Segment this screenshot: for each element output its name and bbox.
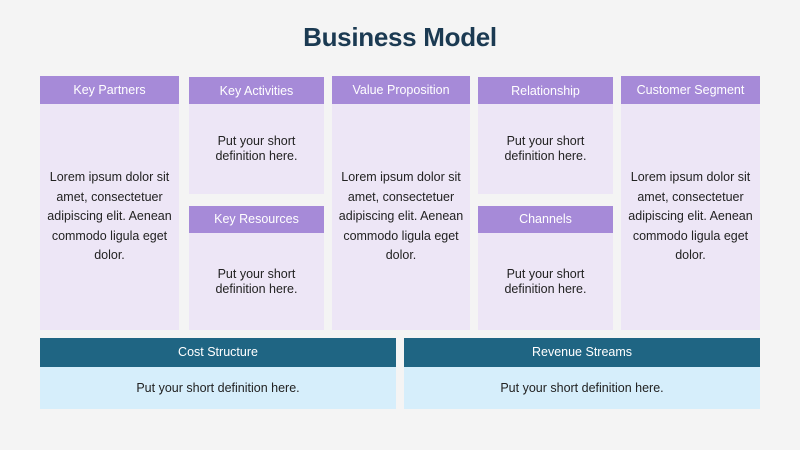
- cost-structure-text: Put your short definition here.: [40, 367, 396, 409]
- value-proposition-text: Lorem ipsum dolor sit amet, consectetuer…: [332, 104, 470, 330]
- key-partners-block: Key Partners Lorem ipsum dolor sit amet,…: [40, 76, 179, 330]
- key-resources-text: Put your short definition here.: [189, 233, 324, 330]
- key-partners-text: Lorem ipsum dolor sit amet, consectetuer…: [40, 104, 179, 330]
- key-activities-text: Put your short definition here.: [189, 104, 324, 194]
- revenue-streams-block: Revenue Streams Put your short definitio…: [404, 338, 760, 409]
- page-title: Business Model: [303, 22, 497, 52]
- key-activities-header: Key Activities: [189, 77, 324, 104]
- channels-header: Channels: [478, 206, 613, 233]
- customer-segment-text: Lorem ipsum dolor sit amet, consectetuer…: [621, 104, 760, 330]
- value-proposition-header: Value Proposition: [332, 76, 470, 104]
- revenue-streams-text: Put your short definition here.: [404, 367, 760, 409]
- key-resources-header: Key Resources: [189, 206, 324, 233]
- customer-segment-header: Customer Segment: [621, 76, 760, 104]
- relationship-block: Relationship Put your short definition h…: [478, 77, 613, 194]
- relationship-text: Put your short definition here.: [478, 104, 613, 194]
- key-partners-header: Key Partners: [40, 76, 179, 104]
- customer-segment-block: Customer Segment Lorem ipsum dolor sit a…: [621, 76, 760, 330]
- value-proposition-block: Value Proposition Lorem ipsum dolor sit …: [332, 76, 470, 330]
- channels-block: Channels Put your short definition here.: [478, 206, 613, 330]
- key-activities-block: Key Activities Put your short definition…: [189, 77, 324, 194]
- channels-text: Put your short definition here.: [478, 233, 613, 330]
- relationship-header: Relationship: [478, 77, 613, 104]
- cost-structure-header: Cost Structure: [40, 338, 396, 367]
- key-resources-block: Key Resources Put your short definition …: [189, 206, 324, 330]
- cost-structure-block: Cost Structure Put your short definition…: [40, 338, 396, 409]
- revenue-streams-header: Revenue Streams: [404, 338, 760, 367]
